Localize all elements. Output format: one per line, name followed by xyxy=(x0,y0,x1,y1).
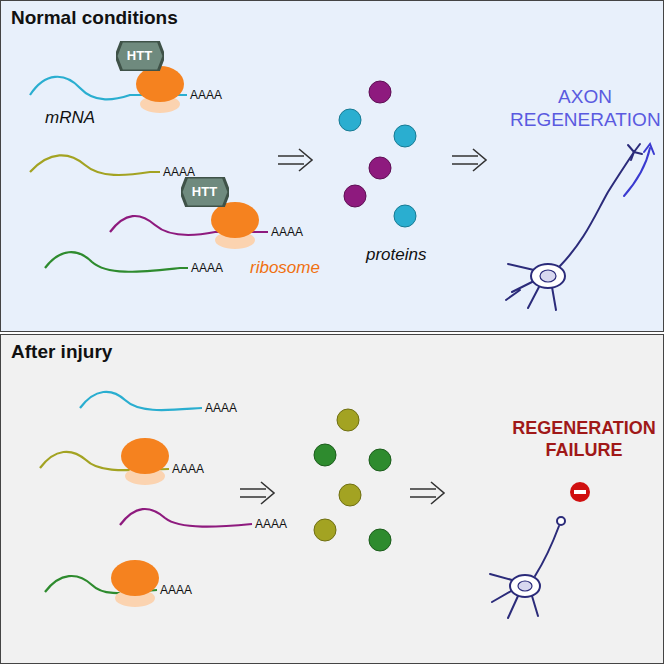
neuron-failing xyxy=(490,517,565,618)
stop-symbol xyxy=(570,482,590,502)
panel-heading: Normal conditions xyxy=(1,1,188,35)
protein-name: HTT xyxy=(192,184,217,199)
neuron-regenerating xyxy=(506,144,654,310)
panel-heading: After injury xyxy=(1,335,122,369)
protein-hexagon: HTT xyxy=(116,41,164,71)
proteins-label: proteins xyxy=(366,245,426,265)
polya-tail: AAAA xyxy=(271,225,303,239)
protein-dots xyxy=(314,81,416,551)
process-arrows xyxy=(240,149,486,504)
outcome-label: AXON REGENERATION xyxy=(510,86,660,132)
outcome-label: REGENERATION FAILURE xyxy=(508,418,660,461)
polya-tail: AAAA xyxy=(205,401,237,415)
ribosome-label: ribosome xyxy=(250,258,320,278)
panel-ground xyxy=(0,0,664,332)
protein-name: HTT xyxy=(127,48,152,63)
polya-tail: AAAA xyxy=(160,583,192,597)
ribosomes xyxy=(111,66,259,607)
polya-tail: AAAA xyxy=(172,462,204,476)
polya-tail: AAAA xyxy=(190,88,222,102)
panel-band: After injury xyxy=(0,334,664,664)
polya-tail: AAAA xyxy=(255,517,287,531)
polya-tail: AAAA xyxy=(163,165,195,179)
mrna-label: mRNA xyxy=(45,108,95,128)
panel-ground xyxy=(0,334,664,664)
polya-tail: AAAA xyxy=(191,261,223,275)
panel-band: Normal conditionsHTT HTT xyxy=(0,0,664,332)
protein-hexagon: HTT xyxy=(181,177,229,207)
